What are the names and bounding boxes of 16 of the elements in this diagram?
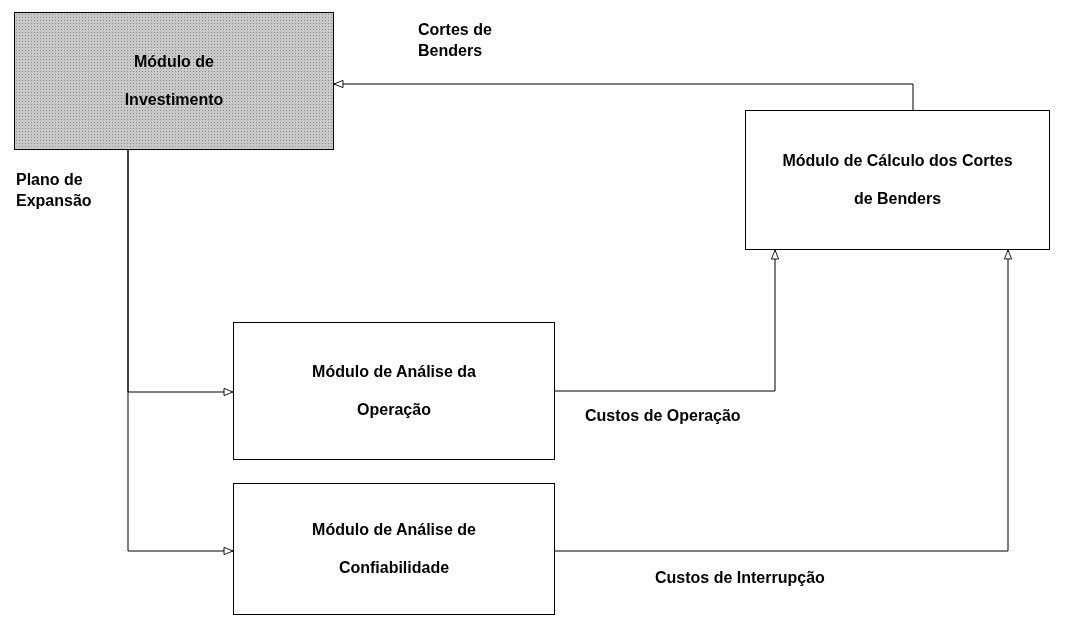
edge-label: Plano de Expansão — [16, 170, 93, 211]
arrow — [333, 79, 914, 111]
module-box — [233, 483, 555, 615]
module-box — [745, 110, 1050, 250]
arrow — [554, 249, 1013, 552]
arrow — [127, 149, 234, 556]
module-label: Módulo de Cálculo dos Cortes de Benders — [781, 150, 1014, 209]
edge-label: Custos de Interrupção — [655, 568, 826, 588]
edge-label: Custos de Operação — [585, 406, 742, 426]
module-box — [233, 322, 555, 460]
module-box — [14, 12, 334, 150]
module-label: Módulo de Análise de Confiabilidade — [311, 519, 477, 578]
arrow — [554, 249, 780, 392]
module-label: Módulo de Investimento — [123, 51, 225, 110]
module-label: Módulo de Análise da Operação — [311, 361, 477, 420]
edge-label: Cortes de Benders — [418, 20, 493, 61]
